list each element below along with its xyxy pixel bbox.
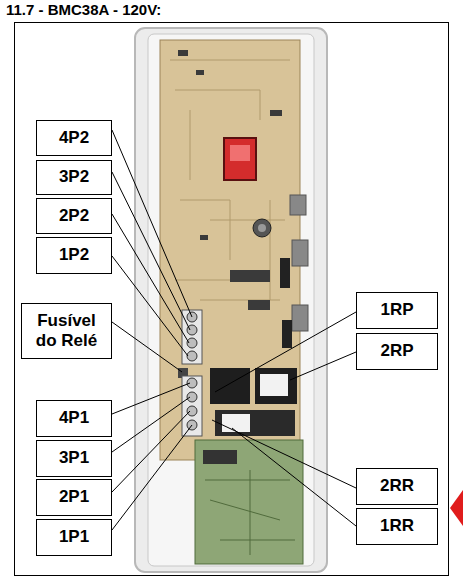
pcb-traces <box>170 60 290 300</box>
relay-label <box>222 414 250 432</box>
capacitor <box>258 224 266 232</box>
callout-box: 1P2 <box>36 237 112 274</box>
callout-label: 1RR <box>380 516 414 536</box>
callout-label: Fusível do Relé <box>26 311 107 352</box>
relay <box>210 368 250 404</box>
callout-box: 1RR <box>356 508 438 545</box>
callout-label: 2RP <box>380 341 413 361</box>
callout-label: 4P2 <box>59 128 89 148</box>
callout-box: 2P2 <box>36 198 112 234</box>
frame <box>15 23 449 576</box>
power-switch <box>224 138 256 180</box>
callout-box: 2RP <box>356 333 438 370</box>
callout-label: 2P1 <box>59 487 89 507</box>
callout-label: 3P2 <box>59 167 89 187</box>
lower-board <box>195 440 303 564</box>
relay <box>215 410 295 436</box>
callout-box: 3P1 <box>36 440 112 477</box>
callout-box: Fusível do Relé <box>21 303 112 359</box>
components <box>178 50 282 310</box>
callout-box: 1RP <box>356 292 438 329</box>
ribbon-connector <box>290 195 308 331</box>
terminal-screw <box>187 378 197 430</box>
relay-label <box>260 374 288 396</box>
power-switch <box>230 145 250 161</box>
callout-box: 3P2 <box>36 160 112 195</box>
callout-label: 2RR <box>380 476 414 496</box>
callout-box: 2RR <box>356 468 438 505</box>
pcb-traces <box>205 470 295 555</box>
callout-label: 1P2 <box>59 245 89 265</box>
leader-line <box>112 130 356 530</box>
connector-header <box>280 258 292 348</box>
callout-box: 4P1 <box>36 400 112 437</box>
callout-box: 1P1 <box>36 519 112 556</box>
housing-inner <box>148 34 314 566</box>
capacitor <box>253 219 271 237</box>
component <box>203 450 237 464</box>
terminal-screw <box>187 312 197 361</box>
callout-box: 4P2 <box>36 120 112 156</box>
pointer-triangle <box>450 490 463 526</box>
callout-label: 1P1 <box>59 527 89 547</box>
relay <box>255 368 297 404</box>
callout-box: 2P1 <box>36 479 112 516</box>
diagram-title: 11.7 - BMC38A - 120V: <box>6 1 161 18</box>
callout-label: 4P1 <box>59 408 89 428</box>
callout-label: 1RP <box>380 300 413 320</box>
callout-label: 3P1 <box>59 448 89 468</box>
pcb <box>160 40 300 460</box>
callout-label: 2P2 <box>59 206 89 226</box>
